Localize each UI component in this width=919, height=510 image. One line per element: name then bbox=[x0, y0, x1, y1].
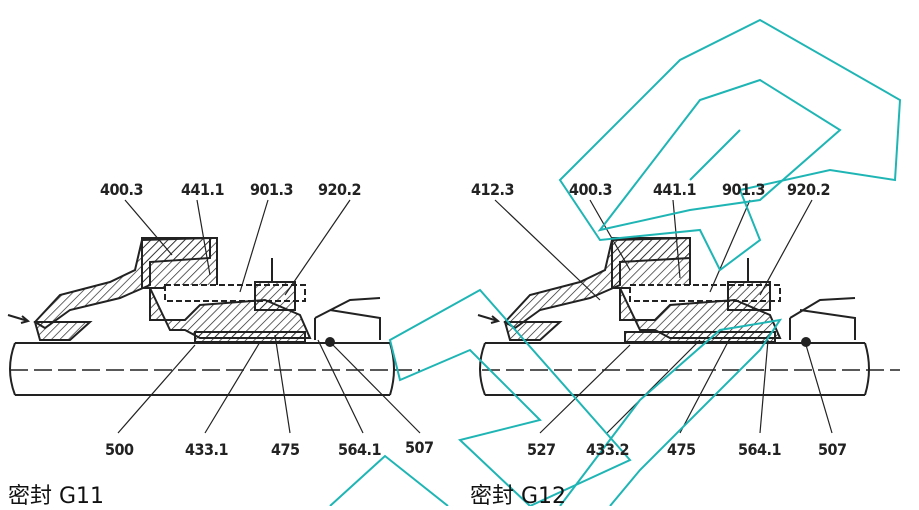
caption-g12: 密封 G12 bbox=[470, 484, 567, 509]
label-507-g12: 507 bbox=[818, 440, 847, 459]
label-400-3-g11: 400.3 bbox=[100, 180, 144, 199]
label-475-g11: 475 bbox=[271, 440, 300, 459]
label-564-1-g11: 564.1 bbox=[338, 440, 382, 459]
label-901-3-g11: 901.3 bbox=[250, 180, 294, 199]
label-412-3-g12: 412.3 bbox=[471, 180, 515, 199]
label-433-1-g11: 433.1 bbox=[185, 440, 229, 459]
label-920-2-g12: 920.2 bbox=[787, 180, 831, 199]
leaders-g12 bbox=[494, 199, 833, 434]
seal-ring-g11 bbox=[194, 331, 306, 343]
seal-drawing-g11 bbox=[7, 199, 421, 434]
label-400-3-g12: 400.3 bbox=[569, 180, 613, 199]
label-441-1-g11: 441.1 bbox=[181, 180, 225, 199]
seal-drawing-g12 bbox=[477, 199, 900, 434]
caption-g11: 密封 G11 bbox=[8, 484, 105, 509]
shaft-g11 bbox=[9, 342, 420, 396]
watermark-logo bbox=[329, 18, 902, 506]
label-901-3-g12: 901.3 bbox=[722, 180, 766, 199]
flange-block-g11 bbox=[141, 237, 218, 289]
seal-ring-g12 bbox=[624, 331, 776, 343]
leaders-g11 bbox=[117, 199, 421, 434]
label-920-2-g11: 920.2 bbox=[318, 180, 362, 199]
label-507-g11: 507 bbox=[405, 438, 434, 457]
label-527-g12: 527 bbox=[527, 440, 556, 459]
label-564-1-g12: 564.1 bbox=[738, 440, 782, 459]
label-500-g11: 500 bbox=[105, 440, 134, 459]
nut-g12 bbox=[727, 281, 771, 311]
label-475-g12: 475 bbox=[667, 440, 696, 459]
housing-g11 bbox=[149, 287, 312, 339]
nut-g11 bbox=[254, 281, 296, 311]
label-433-2-g12: 433.2 bbox=[586, 440, 630, 459]
label-441-1-g12: 441.1 bbox=[653, 180, 697, 199]
